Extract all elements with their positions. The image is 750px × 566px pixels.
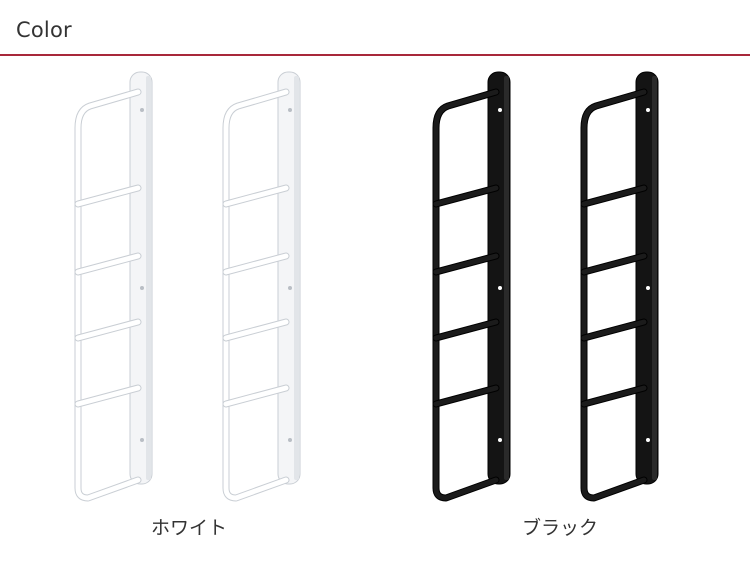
wall-plate-edge bbox=[146, 76, 151, 480]
ladder-rung bbox=[223, 253, 289, 275]
screw-hole bbox=[646, 286, 650, 290]
ladder-rung bbox=[223, 319, 289, 341]
black-ladder-image-1 bbox=[426, 70, 522, 502]
ladder-rung bbox=[75, 319, 141, 341]
ladder-rung bbox=[223, 385, 289, 407]
ladder-rung bbox=[75, 185, 141, 207]
header-rule bbox=[0, 54, 750, 56]
screw-hole bbox=[288, 438, 292, 442]
header-title: Color bbox=[16, 18, 72, 42]
ladder-rung bbox=[581, 319, 647, 341]
ladder-rail bbox=[75, 89, 141, 501]
screw-hole bbox=[140, 438, 144, 442]
ladder-rung bbox=[75, 253, 141, 275]
screw-hole bbox=[646, 108, 650, 112]
screw-hole bbox=[288, 108, 292, 112]
wall-plate-edge bbox=[294, 76, 299, 480]
screw-hole bbox=[288, 286, 292, 290]
white-ladder-image-1 bbox=[68, 70, 164, 502]
wall-plate-edge bbox=[652, 76, 657, 480]
black-ladder-image-2 bbox=[574, 70, 670, 502]
screw-hole bbox=[140, 108, 144, 112]
white-ladder-image-2 bbox=[216, 70, 312, 502]
screw-hole bbox=[140, 286, 144, 290]
ladder-rail-outline bbox=[432, 88, 500, 502]
screw-hole bbox=[498, 286, 502, 290]
ladder-rung bbox=[581, 385, 647, 407]
ladder-rung bbox=[75, 385, 141, 407]
ladder-rung bbox=[433, 385, 499, 407]
ladder-rung bbox=[581, 185, 647, 207]
ladder-rung bbox=[433, 253, 499, 275]
wall-plate-edge bbox=[504, 76, 509, 480]
ladder-rail-outline bbox=[74, 88, 142, 502]
ladder-rail bbox=[433, 89, 499, 501]
screw-hole bbox=[646, 438, 650, 442]
ladder-rail-outline bbox=[222, 88, 290, 502]
ladder-rung bbox=[433, 185, 499, 207]
screw-hole bbox=[498, 108, 502, 112]
ladder-rail-outline bbox=[580, 88, 648, 502]
screw-hole bbox=[498, 438, 502, 442]
ladder-rail bbox=[581, 89, 647, 501]
ladder-rung bbox=[433, 319, 499, 341]
ladder-rung bbox=[223, 185, 289, 207]
color-label-black: ブラック bbox=[521, 517, 598, 539]
ladder-rail bbox=[223, 89, 289, 501]
color-label-white: ホワイト bbox=[150, 517, 227, 539]
ladder-rung bbox=[581, 253, 647, 275]
